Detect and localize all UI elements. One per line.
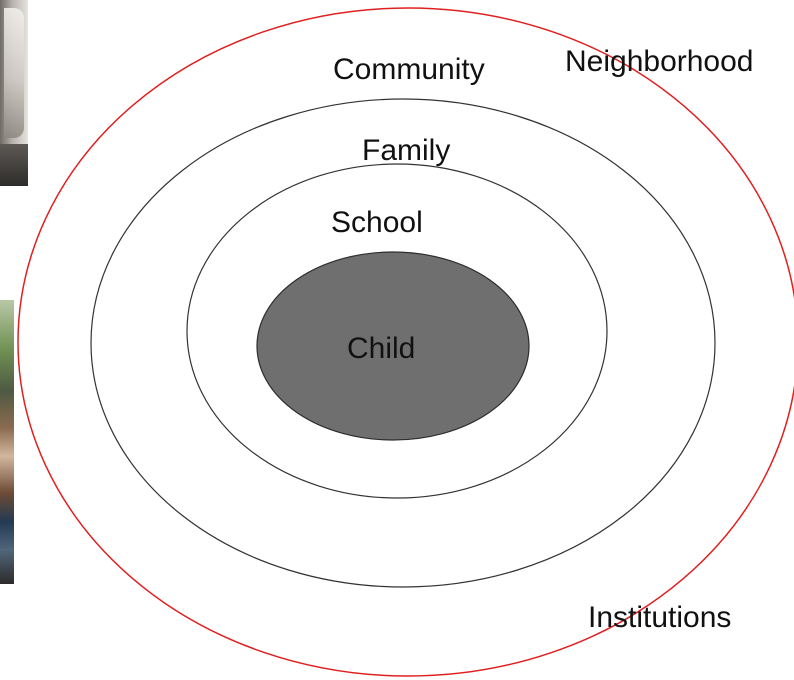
label-family: Family [362,134,450,167]
label-institutions: Institutions [588,601,731,634]
family-ring [186,163,608,499]
label-school: School [331,206,423,239]
label-child: Child [347,332,415,365]
cropped-photo-top [0,0,28,186]
outer-neighborhood-ring [17,7,794,677]
cropped-photo-bottom [0,300,14,584]
label-neighborhood: Neighborhood [565,45,753,78]
child-center-ellipse [256,251,530,441]
label-community: Community [333,53,485,86]
community-ring [90,98,716,588]
